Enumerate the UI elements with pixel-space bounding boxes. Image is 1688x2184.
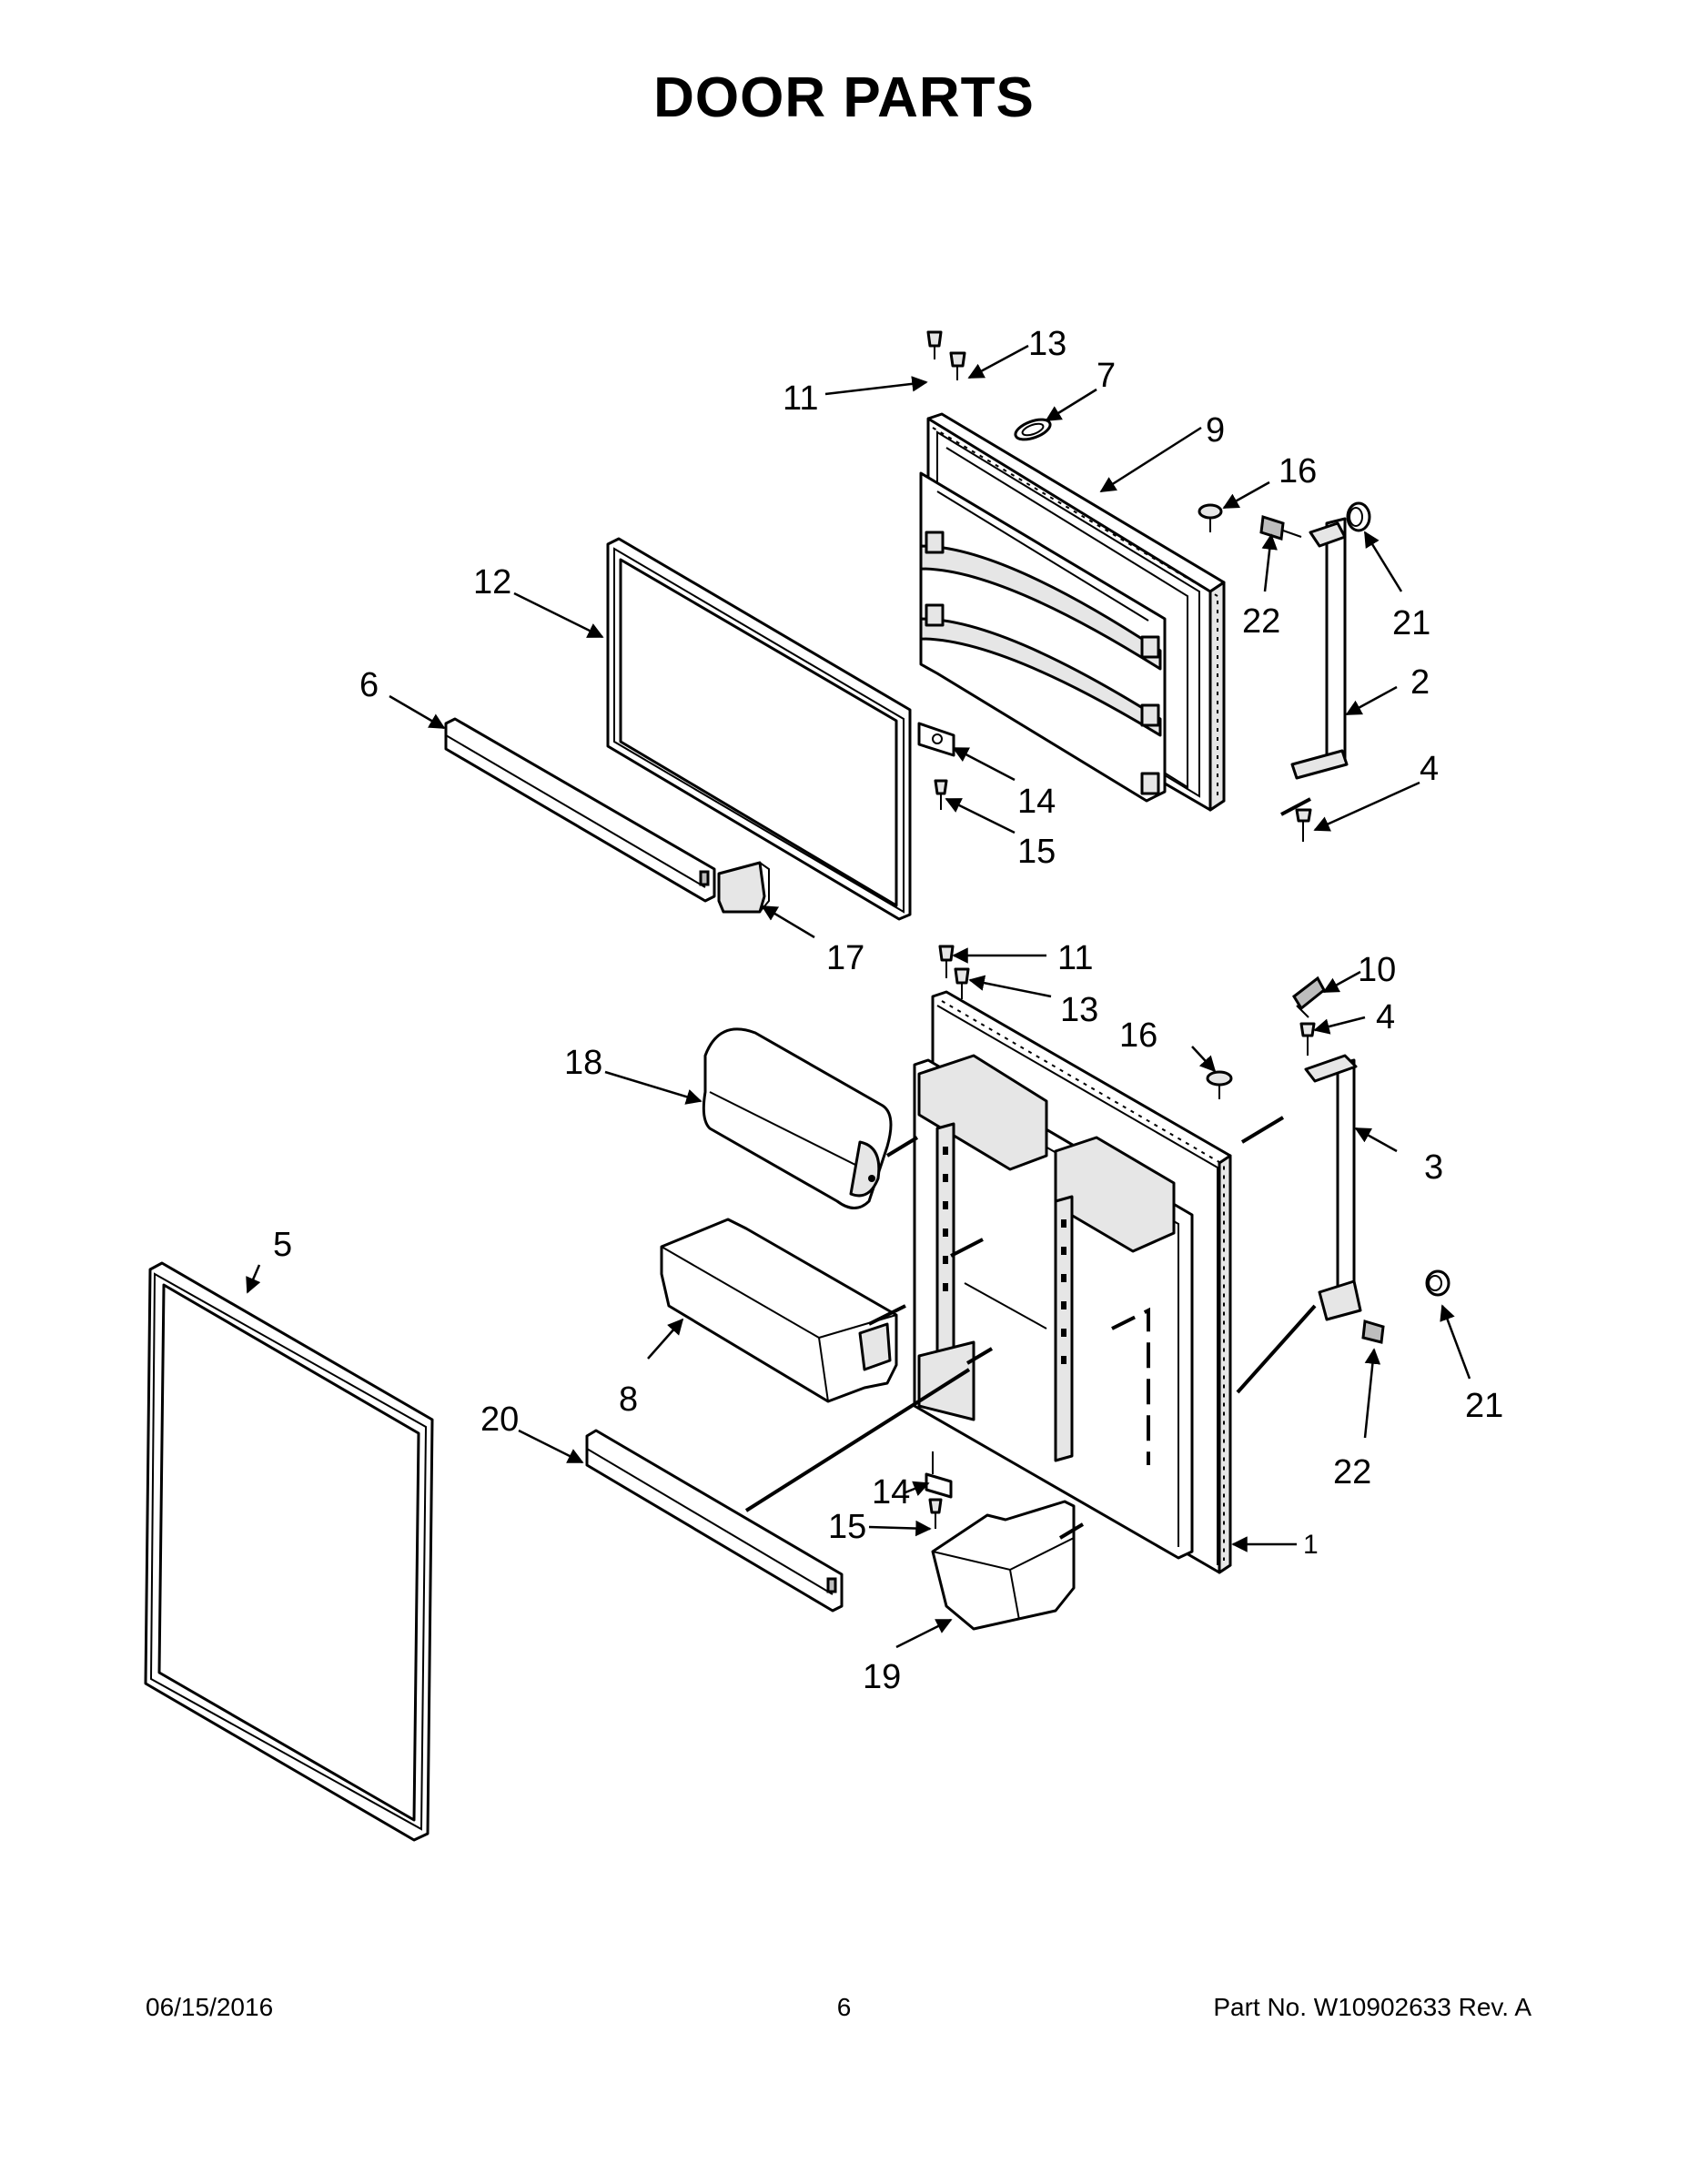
callout-16-bottom: 16 [1119, 1016, 1157, 1055]
dairy-bin-part [702, 1027, 893, 1209]
footer-page-number: 6 [836, 1993, 852, 2021]
callout-21-bottom: 21 [1465, 1387, 1503, 1425]
callout-15-bottom: 15 [828, 1508, 866, 1546]
callout-13-bottom: 13 [1060, 991, 1098, 1029]
callout-4-bottom: 4 [1376, 998, 1395, 1036]
freezer-door-hardware [917, 330, 1371, 842]
callout-7: 7 [1097, 357, 1116, 395]
callout-5: 5 [273, 1226, 292, 1264]
callout-leaders [246, 344, 1471, 1649]
fresh-food-door-assembly [885, 990, 1232, 1574]
callout-20: 20 [480, 1400, 519, 1439]
callout-16-top: 16 [1279, 452, 1317, 490]
freezer-hinge-part [1280, 517, 1349, 816]
callout-11-bottom: 11 [1057, 939, 1093, 977]
callout-12: 12 [473, 563, 511, 602]
footer-date: 06/15/2016 [146, 1993, 274, 2021]
small-bin-part [931, 1500, 1085, 1631]
callout-18: 18 [564, 1044, 602, 1082]
fresh-food-door-hardware [925, 945, 1450, 1529]
callout-22-bottom: 22 [1333, 1453, 1371, 1491]
fresh-food-gasket-frame [144, 1261, 434, 1842]
callout-14-top: 14 [1017, 783, 1056, 821]
freezer-gasket-frame [606, 537, 912, 921]
fresh-food-hinge-part [1236, 1054, 1362, 1394]
callout-2: 2 [1410, 663, 1430, 702]
callout-10: 10 [1358, 951, 1396, 989]
callout-3: 3 [1424, 1148, 1443, 1187]
callout-9: 9 [1206, 411, 1225, 450]
callout-19: 19 [863, 1658, 901, 1696]
callout-11-top: 11 [783, 379, 818, 418]
door-bin-part [660, 1218, 906, 1403]
callout-21-top: 21 [1392, 604, 1430, 642]
callout-14-bottom: 14 [872, 1473, 910, 1512]
callout-13-top: 13 [1028, 325, 1066, 363]
callout-4-top: 4 [1420, 750, 1439, 788]
freezer-door-assembly [919, 412, 1226, 812]
clip-part [717, 861, 770, 914]
footer-part-number: Part No. W10902633 Rev. A [1213, 1993, 1531, 2021]
callout-15-top: 15 [1017, 833, 1056, 871]
callout-numbers: 11 13 7 9 16 22 21 2 4 12 6 14 15 17 11 … [273, 325, 1503, 1696]
freezer-trim-strip [444, 717, 716, 903]
callout-6: 6 [359, 666, 379, 704]
callout-8: 8 [619, 1380, 638, 1419]
callout-17: 17 [826, 939, 864, 977]
callout-22-top: 22 [1242, 602, 1280, 641]
page-title: DOOR PARTS [653, 66, 1035, 129]
callout-1: 1 [1303, 1530, 1319, 1560]
fresh-food-trim-strip [585, 1368, 971, 1613]
